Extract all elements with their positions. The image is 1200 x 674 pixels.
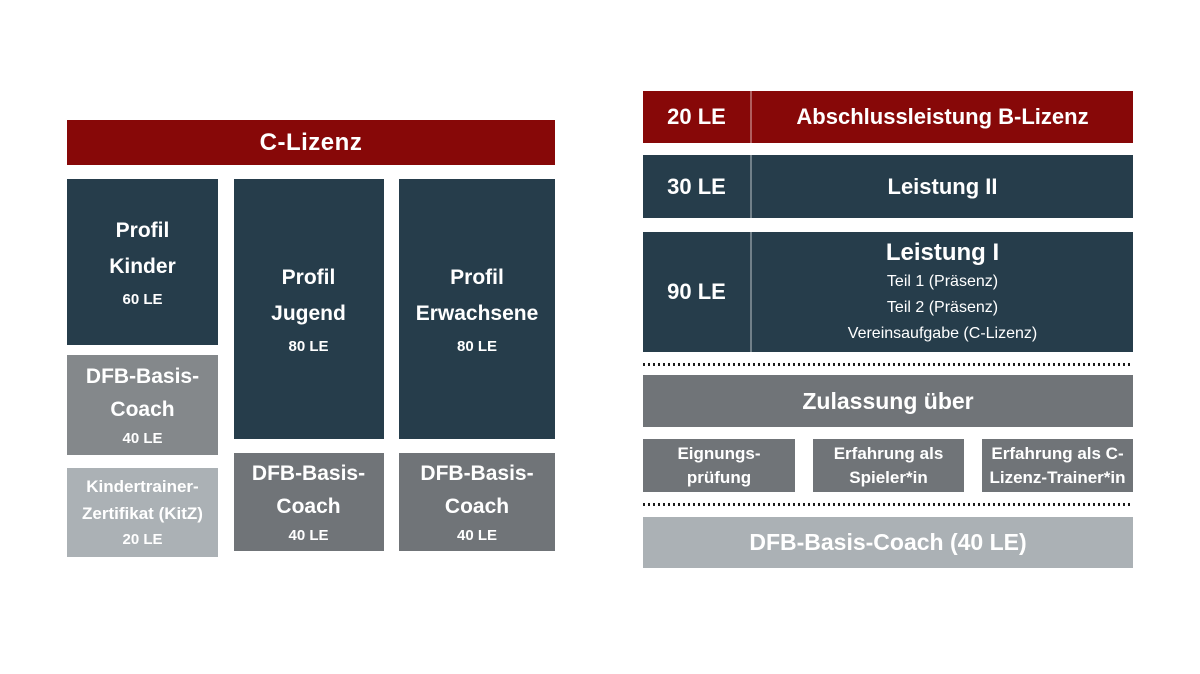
option-line: Spieler*in [849, 467, 928, 487]
basis-coach-line: DFB-Basis- [85, 364, 200, 388]
basis-coach-line: Coach [276, 494, 341, 518]
basis-coach-line: DFB-Basis- [420, 461, 534, 485]
basis-coach-box-kinder: DFB-Basis- Coach 40 LE [67, 355, 218, 455]
dotted-separator-top [643, 363, 1133, 366]
c-lizenz-section: C-Lizenz Profil Kinder 60 LE DFB-Basis- … [67, 120, 555, 557]
le-label: 40 LE [122, 429, 163, 447]
admission-options: Eignungs- prüfung Erfahrung als Spieler*… [643, 439, 1133, 492]
row-title: Leistung I [885, 239, 1000, 266]
option-line: Lizenz-Trainer*in [989, 467, 1126, 487]
basis-coach-line: Coach [444, 494, 510, 518]
le-label: 60 LE [122, 290, 163, 308]
row-abschlussleistung-b-lizenz: 20 LE Abschlussleistung B-Lizenz [643, 91, 1133, 143]
le-label: 40 LE [456, 526, 498, 544]
zulassung-label: Zulassung über [802, 387, 974, 414]
option-line: Eignungs- [677, 443, 761, 463]
basis-coach-box-jugend: DFB-Basis- Coach 40 LE [233, 453, 384, 551]
c-lizenz-header-label: C-Lizenz [259, 128, 363, 156]
le-label: 80 LE [456, 337, 498, 355]
c-lizenz-header: C-Lizenz [67, 120, 555, 165]
basis-coach-line: DFB-Basis- [251, 461, 366, 485]
row-leistung-1: 90 LE Leistung I Teil 1 (Präsenz) Teil 2… [643, 232, 1133, 352]
profile-box-erwachsene: Profil Erwachsene 80 LE [399, 179, 555, 439]
row-leistung-2: 30 LE Leistung II [643, 155, 1133, 218]
zulassung-bar: Zulassung über [643, 375, 1133, 427]
le-label: 20 LE [122, 531, 163, 548]
option-line: Erfahrung als [833, 443, 944, 463]
basis-coach-line: Coach [110, 397, 175, 421]
profile-title-line: Profil [450, 265, 504, 289]
le-label: 80 LE [288, 337, 329, 355]
leistung1-subline: Vereinsaufgabe (C-Lizenz) [847, 325, 1038, 342]
dfb-basis-coach-bar-label: DFB-Basis-Coach (40 LE) [749, 529, 1027, 555]
dfb-basis-coach-bar: DFB-Basis-Coach (40 LE) [643, 517, 1133, 568]
option-box-eignungspruefung: Eignungs- prüfung [643, 439, 795, 492]
le-cell: 90 LE [643, 232, 752, 352]
option-box-erfahrung-spieler: Erfahrung als Spieler*in [813, 439, 964, 492]
profile-column-erwachsene: Profil Erwachsene 80 LE DFB-Basis- Coach… [399, 179, 555, 551]
row-title: Leistung II [887, 173, 998, 199]
profile-title-line: Profil [115, 218, 170, 242]
leistung1-subline: Teil 1 (Präsenz) [886, 273, 999, 290]
b-lizenz-section: 20 LE Abschlussleistung B-Lizenz 30 LE L… [643, 91, 1133, 568]
le-label: 40 LE [288, 526, 329, 544]
profile-column-jugend: Profil Jugend 80 LE DFB-Basis- Coach 40 … [233, 179, 384, 551]
profile-title-line: Profil [281, 265, 336, 289]
kindertrainer-zertifikat-box: Kindertrainer- Zertifikat (KitZ) 20 LE [67, 468, 218, 557]
option-line: prüfung [686, 467, 752, 487]
kitz-line: Kindertrainer- [86, 477, 199, 496]
basis-coach-box-erwachsene: DFB-Basis- Coach 40 LE [399, 453, 555, 551]
option-box-erfahrung-c-lizenz-trainer: Erfahrung als C- Lizenz-Trainer*in [982, 439, 1133, 492]
profile-columns: Profil Kinder 60 LE DFB-Basis- Coach 40 … [67, 179, 555, 557]
option-line: Erfahrung als C- [991, 443, 1124, 463]
le-cell: 20 LE [643, 91, 752, 143]
row-title: Abschlussleistung B-Lizenz [796, 104, 1089, 129]
profile-box-kinder: Profil Kinder 60 LE [67, 179, 218, 345]
dotted-separator-bottom [643, 503, 1133, 506]
profile-title-line: Kinder [109, 254, 176, 278]
leistung1-subline: Teil 2 (Präsenz) [886, 299, 999, 316]
profile-title-line: Erwachsene [415, 301, 539, 325]
profile-box-jugend: Profil Jugend 80 LE [233, 179, 384, 439]
profile-column-kinder: Profil Kinder 60 LE DFB-Basis- Coach 40 … [67, 179, 218, 557]
le-cell: 30 LE [643, 155, 752, 218]
kitz-line: Zertifikat (KitZ) [82, 504, 203, 523]
profile-title-line: Jugend [271, 301, 346, 325]
